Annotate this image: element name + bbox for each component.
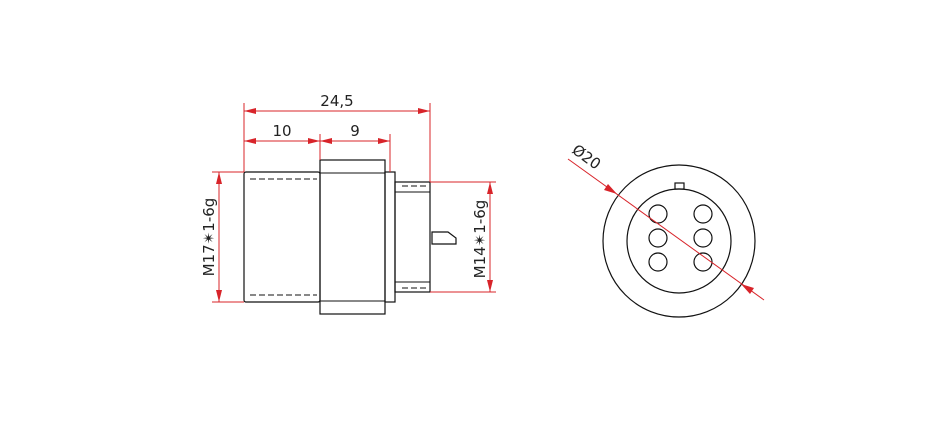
overall-length-label: 24,5 (320, 92, 353, 110)
body-length-label: 9 (350, 122, 360, 140)
right-thread-label: M14✴1-6g (471, 200, 489, 279)
dimension-right-thread: M14✴1-6g (471, 182, 493, 292)
left-thread-label: M17✴1-6g (200, 198, 218, 277)
pin (693, 228, 713, 248)
dimension-body-length: 9 (320, 122, 390, 144)
dimension-thread-length: 10 (244, 122, 320, 144)
dimension-overall-length: 24,5 (244, 92, 430, 114)
pin (648, 228, 668, 248)
rear-section (394, 181, 457, 293)
extension-lines (212, 103, 496, 303)
key-tab (431, 231, 457, 245)
front-view: Ø20 (567, 141, 765, 318)
threaded-section (243, 171, 321, 303)
pin (648, 204, 668, 224)
outer-circle (602, 164, 756, 318)
connector-body (319, 159, 396, 315)
pin (648, 252, 668, 272)
pin (693, 204, 713, 224)
pin-group (648, 204, 713, 272)
side-view: 24,5 10 9 M17✴1-6g M14✴1-6g (200, 92, 496, 315)
inner-circle (626, 188, 732, 294)
thread-length-label: 10 (272, 122, 291, 140)
diameter-label: Ø20 (569, 141, 605, 174)
key-notch (674, 182, 685, 190)
dimension-left-thread: M17✴1-6g (200, 172, 222, 302)
dimension-diameter: Ø20 (567, 141, 765, 301)
